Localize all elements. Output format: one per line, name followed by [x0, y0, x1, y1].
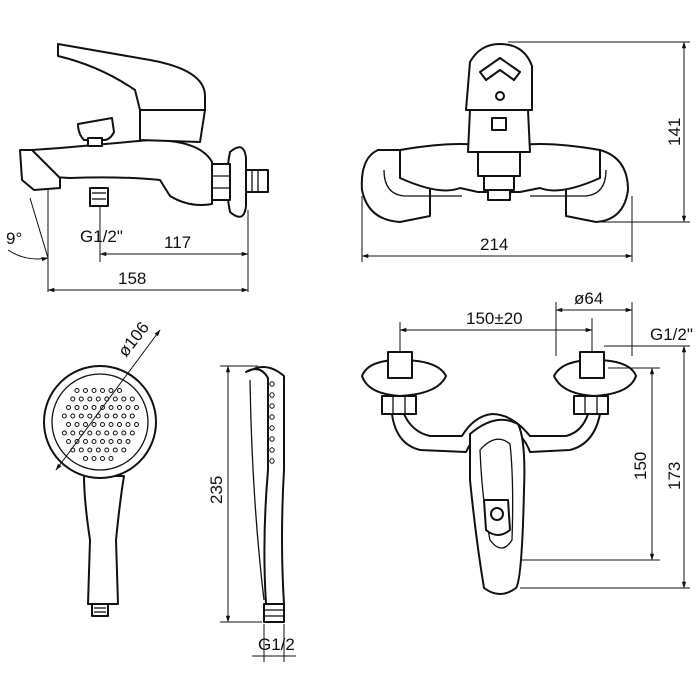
nozzle-dot: [87, 396, 93, 402]
nozzle-dot: [117, 405, 122, 410]
nozzle-dot: [70, 396, 76, 402]
nozzle-dot: [66, 405, 71, 410]
nozzle-dot: [125, 405, 131, 410]
nozzle-dot: [83, 422, 88, 427]
nozzle-dot: [121, 413, 127, 419]
side-nozzle-dot: [269, 436, 275, 442]
angle-label: 9°: [6, 229, 22, 248]
nozzle-dot: [87, 447, 93, 453]
nozzle-dot: [112, 396, 118, 402]
nozzle-dot: [78, 396, 84, 402]
nozzle-dot: [91, 439, 97, 444]
nozzle-dot: [100, 388, 105, 393]
nozzle-dot: [125, 439, 131, 444]
side-nozzle-dot: [269, 425, 275, 431]
side-nozzle-dot: [269, 392, 275, 398]
nozzle-dot: [121, 396, 127, 402]
faucet-top-view: [361, 302, 690, 595]
nozzle-dot: [74, 422, 80, 427]
front-height-label: 141: [665, 118, 684, 146]
nozzle-dot: [125, 422, 131, 427]
nozzle-dot: [78, 413, 84, 419]
nozzle-dot: [104, 447, 110, 453]
inlet-height-label: 150: [631, 452, 650, 480]
nozzle-dot: [117, 422, 122, 427]
nozzle-dot: [66, 422, 71, 427]
nozzle-dot: [112, 413, 118, 419]
nozzle-dot: [95, 396, 101, 402]
nozzle-dot: [100, 456, 105, 461]
nozzle-dot: [61, 413, 67, 419]
nozzle-dot: [108, 422, 114, 427]
nozzle-dot: [91, 388, 97, 393]
shower-handle-side-view: [220, 365, 296, 662]
nozzle-dot: [74, 405, 80, 410]
nozzle-dot: [83, 456, 88, 461]
faucet-front-view: [360, 41, 690, 262]
side-nozzle-dot: [269, 458, 275, 464]
nozzle-dot: [87, 413, 93, 419]
shower-thread-label: G1/2: [258, 635, 295, 654]
nozzle-dot: [100, 422, 105, 427]
side-inlet-thread-label: G1/2": [80, 227, 123, 246]
nozzle-dot: [117, 439, 122, 444]
nozzle-dot: [112, 430, 118, 436]
nozzle-dot: [87, 430, 93, 436]
front-width-label: 214: [480, 235, 508, 254]
nozzle-dot: [108, 456, 114, 461]
shower-diameter-label: ø106: [114, 318, 153, 360]
side-nozzle-dot: [269, 414, 275, 420]
nozzle-dot: [121, 447, 127, 453]
nozzle-dot: [134, 405, 139, 410]
nozzle-dot: [95, 430, 101, 436]
nozzle-dot: [83, 439, 88, 444]
nozzle-dot: [112, 447, 118, 453]
nozzle-dot: [121, 430, 127, 436]
nozzle-dot: [61, 430, 67, 436]
nozzle-dot: [129, 413, 135, 419]
shower-length-label: 235: [207, 476, 226, 504]
inlet-to-wall-label: 117: [164, 233, 191, 252]
nozzle-dot: [108, 405, 114, 410]
side-nozzle-dot: [269, 403, 275, 409]
nozzle-dot: [108, 388, 114, 393]
nozzle-dot: [70, 413, 76, 419]
nozzle-dot: [83, 405, 88, 410]
nozzle-dot: [108, 439, 114, 444]
nozzle-dot: [91, 456, 97, 461]
total-depth-label: 158: [118, 269, 146, 288]
nozzle-dot: [104, 413, 110, 419]
flange-diameter-label: ø64: [574, 289, 603, 308]
nozzle-dot: [104, 430, 110, 436]
side-nozzle-dot: [269, 447, 275, 453]
nozzle-dot: [117, 388, 122, 393]
nozzle-dot: [78, 447, 84, 453]
top-inlet-thread-label: G1/2": [650, 325, 693, 344]
faucet-side-view: [7, 43, 269, 293]
side-nozzle-dot: [269, 381, 275, 387]
nozzle-dot: [66, 439, 71, 444]
total-height-label: 173: [665, 462, 684, 490]
nozzle-dot: [91, 422, 97, 427]
nozzle-dot: [91, 405, 97, 410]
nozzle-dot: [83, 388, 88, 393]
side-nozzles: [269, 381, 275, 464]
nozzle-dot: [95, 447, 101, 453]
nozzle-dot: [100, 439, 105, 444]
centers-label: 150±20: [466, 309, 523, 328]
nozzle-dot: [70, 430, 76, 436]
shower-head-front-view: [43, 329, 161, 617]
nozzle-dot: [129, 396, 135, 402]
nozzle-dot: [74, 388, 80, 393]
nozzle-dot: [129, 430, 135, 436]
nozzle-dot: [134, 422, 139, 427]
